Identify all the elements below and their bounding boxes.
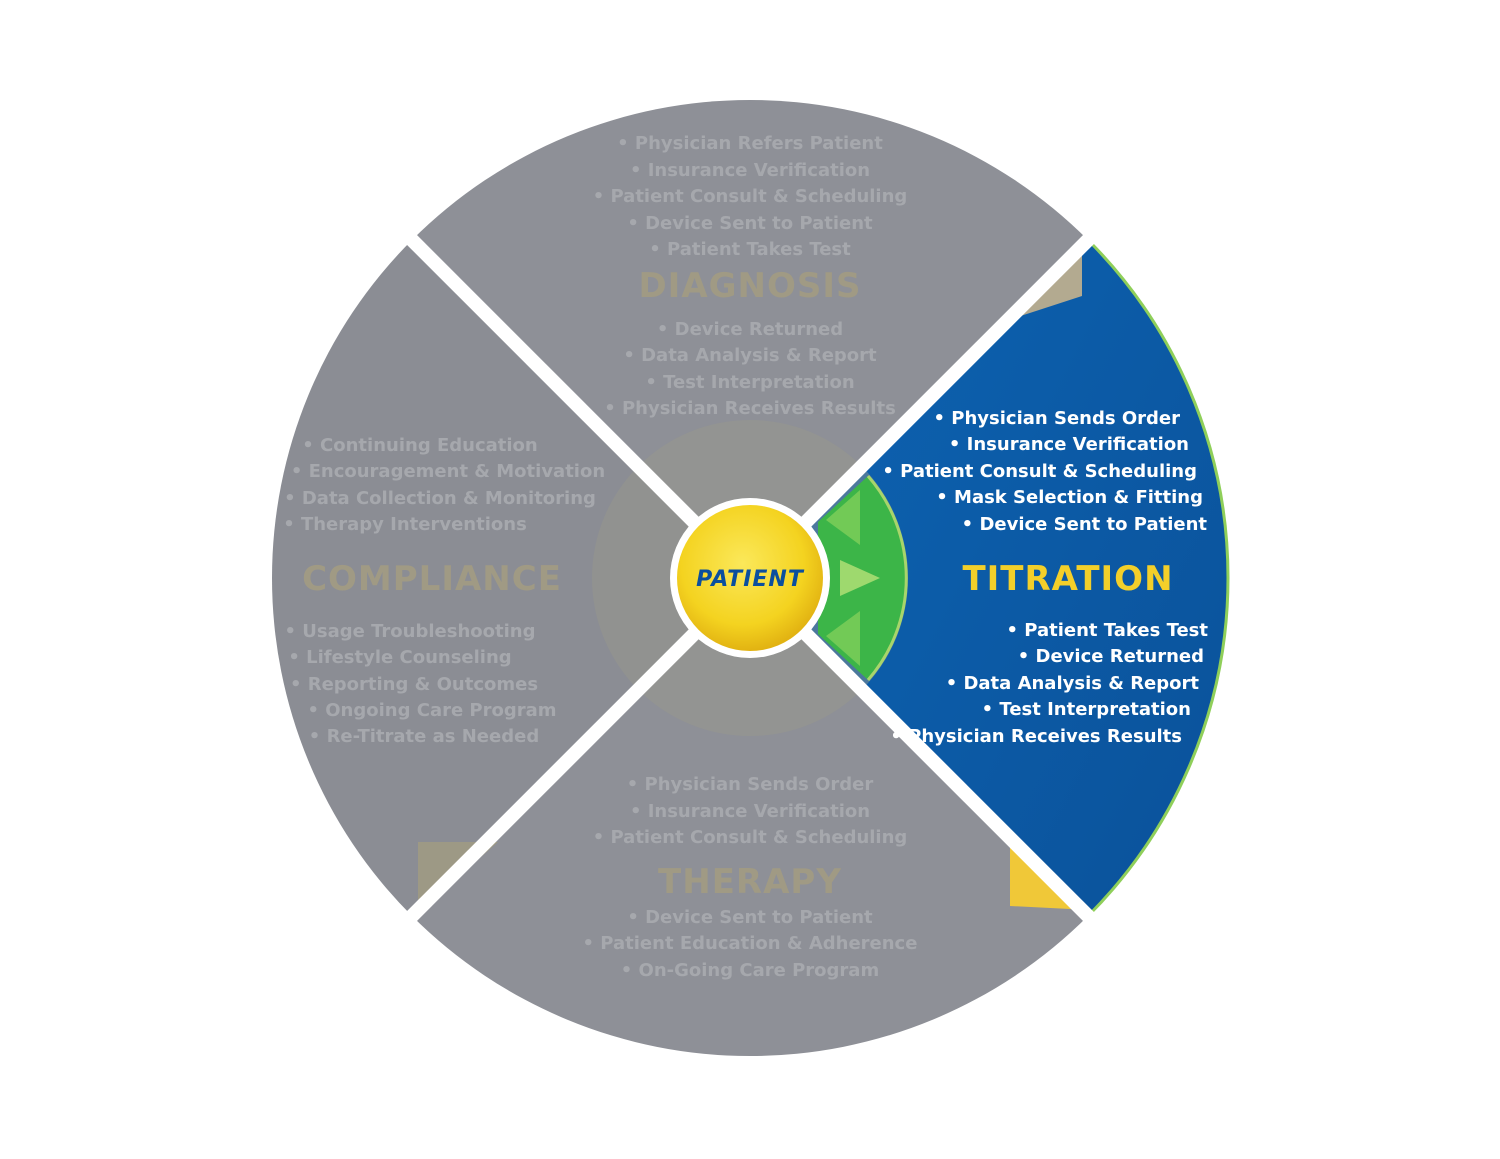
titration-title: TITRATION [962, 559, 1173, 599]
list-item: • Device Sent to Patient [962, 514, 1208, 535]
titration-list-bottom: • Patient Takes Test • Device Returned •… [890, 620, 1208, 747]
list-item: • Physician Sends Order [627, 774, 874, 795]
diagnosis-quadrant [272, 100, 1228, 578]
list-item: • Usage Troubleshooting [285, 621, 536, 642]
list-item: • Data Analysis & Report [623, 345, 877, 366]
list-item: • Physician Refers Patient [617, 133, 883, 154]
diagnosis-list-bottom: • Device Returned • Data Analysis & Repo… [604, 319, 896, 419]
list-item: • Physician Receives Results [890, 726, 1182, 747]
list-item: • Mask Selection & Fitting [936, 487, 1203, 508]
list-item: • Encouragement & Motivation [291, 461, 605, 482]
list-item: • Re-Titrate as Needed [309, 726, 539, 747]
list-item: • Continuing Education [302, 435, 537, 456]
patient-label: PATIENT [696, 567, 805, 592]
list-item: • Patient Takes Test [649, 239, 851, 260]
list-item: • Test Interpretation [982, 699, 1191, 720]
list-item: • Patient Consult & Scheduling [593, 186, 908, 207]
list-item: • Patient Education & Adherence [583, 933, 918, 954]
compliance-title: COMPLIANCE [302, 559, 562, 599]
compliance-list-bottom: • Usage Troubleshooting • Lifestyle Coun… [285, 621, 557, 747]
therapy-title: THERAPY [658, 862, 842, 902]
list-item: • Patient Consult & Scheduling [882, 461, 1197, 482]
list-item: • Data Collection & Monitoring [284, 488, 596, 509]
titration-list-top: • Physician Sends Order • Insurance Veri… [882, 408, 1207, 535]
list-item: • Data Analysis & Report [946, 673, 1200, 694]
therapy-quadrant [272, 578, 1228, 1056]
therapy-list-top: • Physician Sends Order • Insurance Veri… [593, 774, 908, 848]
titration-quadrant [750, 100, 1228, 1056]
list-item: • Device Returned [1018, 646, 1204, 667]
list-item: • Ongoing Care Program [307, 700, 556, 721]
therapy-list-bottom: • Device Sent to Patient • Patient Educa… [583, 907, 918, 981]
list-item: • Reporting & Outcomes [290, 674, 538, 695]
list-item: • Lifestyle Counseling [288, 647, 511, 668]
compliance-list-top: • Continuing Education • Encouragement &… [283, 435, 605, 535]
list-item: • Physician Receives Results [604, 398, 896, 419]
titration-outline [1086, 238, 1230, 918]
green-arrow-wedge [818, 475, 908, 681]
list-item: • Insurance Verification [630, 160, 870, 181]
list-item: • Device Sent to Patient [627, 213, 873, 234]
list-item: • On-Going Care Program [621, 960, 879, 981]
list-item: • Physician Sends Order [934, 408, 1181, 429]
diagnosis-title: DIAGNOSIS [638, 266, 861, 306]
list-item: • Patient Takes Test [1007, 620, 1209, 641]
list-item: • Device Returned [657, 319, 843, 340]
list-item: • Patient Consult & Scheduling [593, 827, 908, 848]
list-item: • Insurance Verification [630, 801, 870, 822]
list-item: • Therapy Interventions [283, 514, 527, 535]
patient-circle [677, 505, 823, 651]
compliance-quadrant [272, 100, 750, 1056]
list-item: • Insurance Verification [949, 434, 1189, 455]
list-item: • Device Sent to Patient [627, 907, 873, 928]
list-item: • Test Interpretation [645, 372, 854, 393]
diagnosis-list-top: • Physician Refers Patient • Insurance V… [593, 133, 908, 260]
